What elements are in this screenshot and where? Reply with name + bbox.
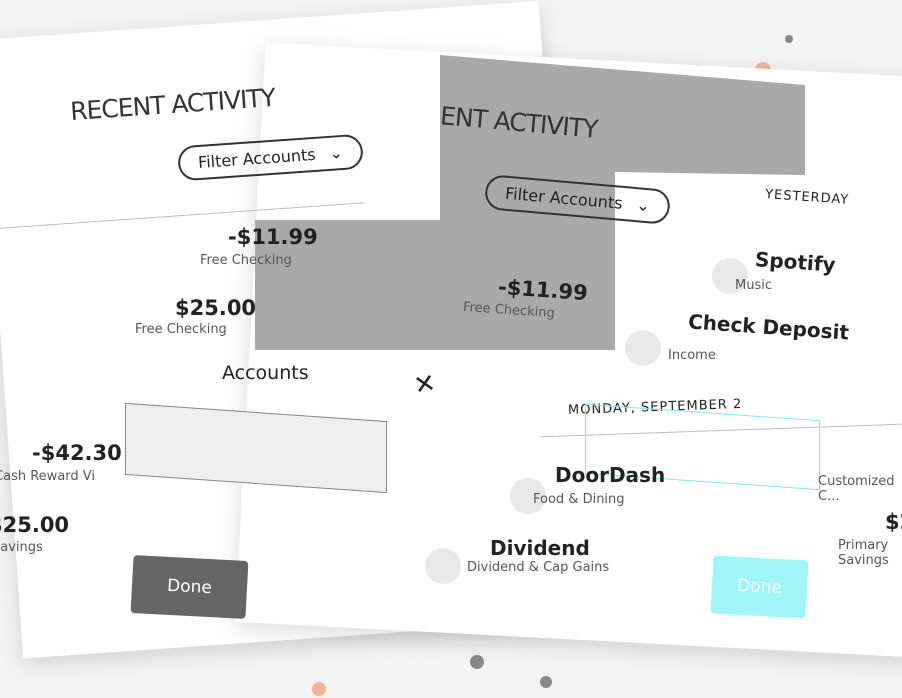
done-button[interactable]: Done: [130, 555, 249, 619]
item-sub: Income: [668, 348, 716, 363]
amount: -$11.99: [228, 225, 318, 249]
chevron-down-icon: ⌄: [328, 142, 344, 163]
item-name: Dividend: [490, 536, 590, 560]
account-sub: Customized C...: [818, 474, 895, 504]
amount-sub: Free Checking: [200, 253, 292, 268]
merchant-icon: [625, 330, 661, 366]
item-sub: Music: [735, 278, 772, 293]
merchant-icon: [712, 258, 748, 294]
item-name: DoorDash: [555, 463, 666, 487]
amount-sub: Cash Reward Vi...: [0, 469, 95, 484]
amount: $25.00: [0, 513, 70, 537]
account-amount: $2: [885, 510, 902, 534]
decor-dot: [312, 682, 326, 696]
filter-label: Filter Accounts: [504, 183, 624, 213]
amount: -$42.30: [32, 441, 122, 465]
decor-dot: [785, 35, 793, 43]
item-sub: Food & Dining: [533, 492, 625, 507]
decor-dot: [540, 676, 552, 688]
decor-dot: [470, 655, 484, 669]
item-sub: Dividend & Cap Gains: [467, 560, 610, 575]
accounts-sheet-title: Accounts: [222, 362, 309, 384]
account-sub: Primary Savings: [838, 538, 889, 568]
merchant-icon: [425, 548, 461, 584]
merchant-icon: [510, 478, 546, 514]
amount-sub: Savings: [0, 540, 43, 555]
done-button[interactable]: Done: [710, 555, 809, 619]
filter-label: Filter Accounts: [197, 144, 317, 173]
amount: $25.00: [175, 296, 257, 320]
amount-sub: Free Checking: [135, 322, 227, 337]
chevron-down-icon: ⌄: [635, 195, 651, 216]
